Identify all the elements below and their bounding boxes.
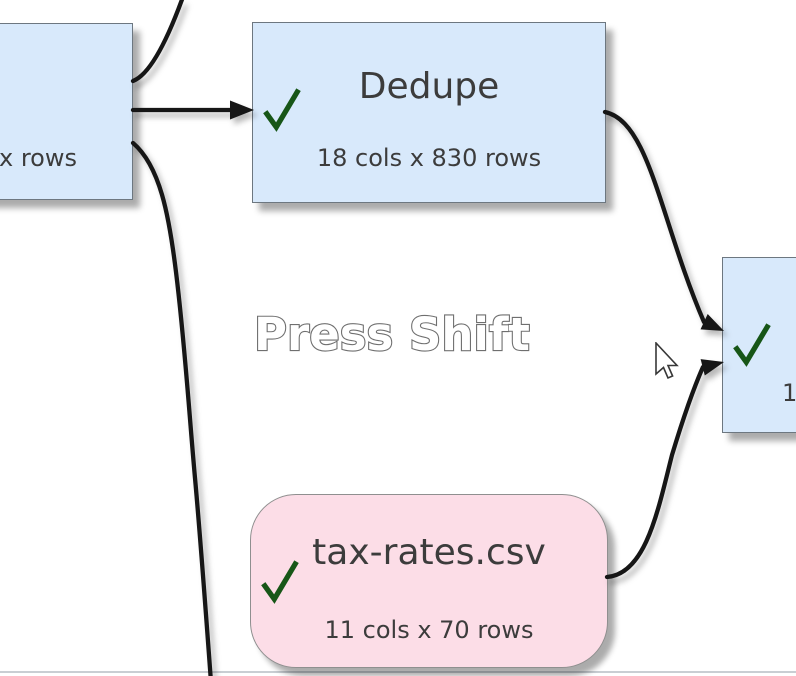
node-dedupe[interactable]: Dedupe 18 cols x 830 rows <box>252 22 606 203</box>
node-dimensions-label: 11 cols x 70 rows <box>324 616 534 644</box>
check-icon <box>733 323 771 367</box>
arrowhead-into-right-lower-icon[interactable] <box>700 359 724 376</box>
arrowhead-into-right-upper-icon[interactable] <box>700 314 725 331</box>
check-icon <box>263 88 301 132</box>
mouse-cursor-icon <box>655 342 679 380</box>
edge-taxrates-to-right[interactable] <box>604 364 706 580</box>
edge-left-to-top[interactable] <box>130 0 185 84</box>
press-shift-hint-text: Press Shift <box>254 308 530 361</box>
arrowhead-into-dedupe-icon[interactable] <box>230 100 254 120</box>
node-left-partial[interactable]: x rows <box>0 23 133 200</box>
edge-dedupe-to-right[interactable] <box>602 109 707 325</box>
edge-left-to-bottom[interactable] <box>130 140 213 676</box>
node-title: tax-rates.csv <box>312 532 546 573</box>
node-dimensions-label: 18 cols x 830 rows <box>316 144 542 172</box>
check-icon <box>261 560 299 604</box>
node-right-partial[interactable]: 1 <box>722 257 796 433</box>
canvas-bottom-border <box>0 671 796 673</box>
node-dimensions-label: 1 <box>782 379 796 407</box>
node-dimensions-label: x rows <box>0 144 77 172</box>
node-tax-rates-csv[interactable]: tax-rates.csv 11 cols x 70 rows <box>250 494 608 668</box>
press-shift-hint: Press Shift <box>253 307 531 362</box>
node-title: Dedupe <box>358 66 500 107</box>
